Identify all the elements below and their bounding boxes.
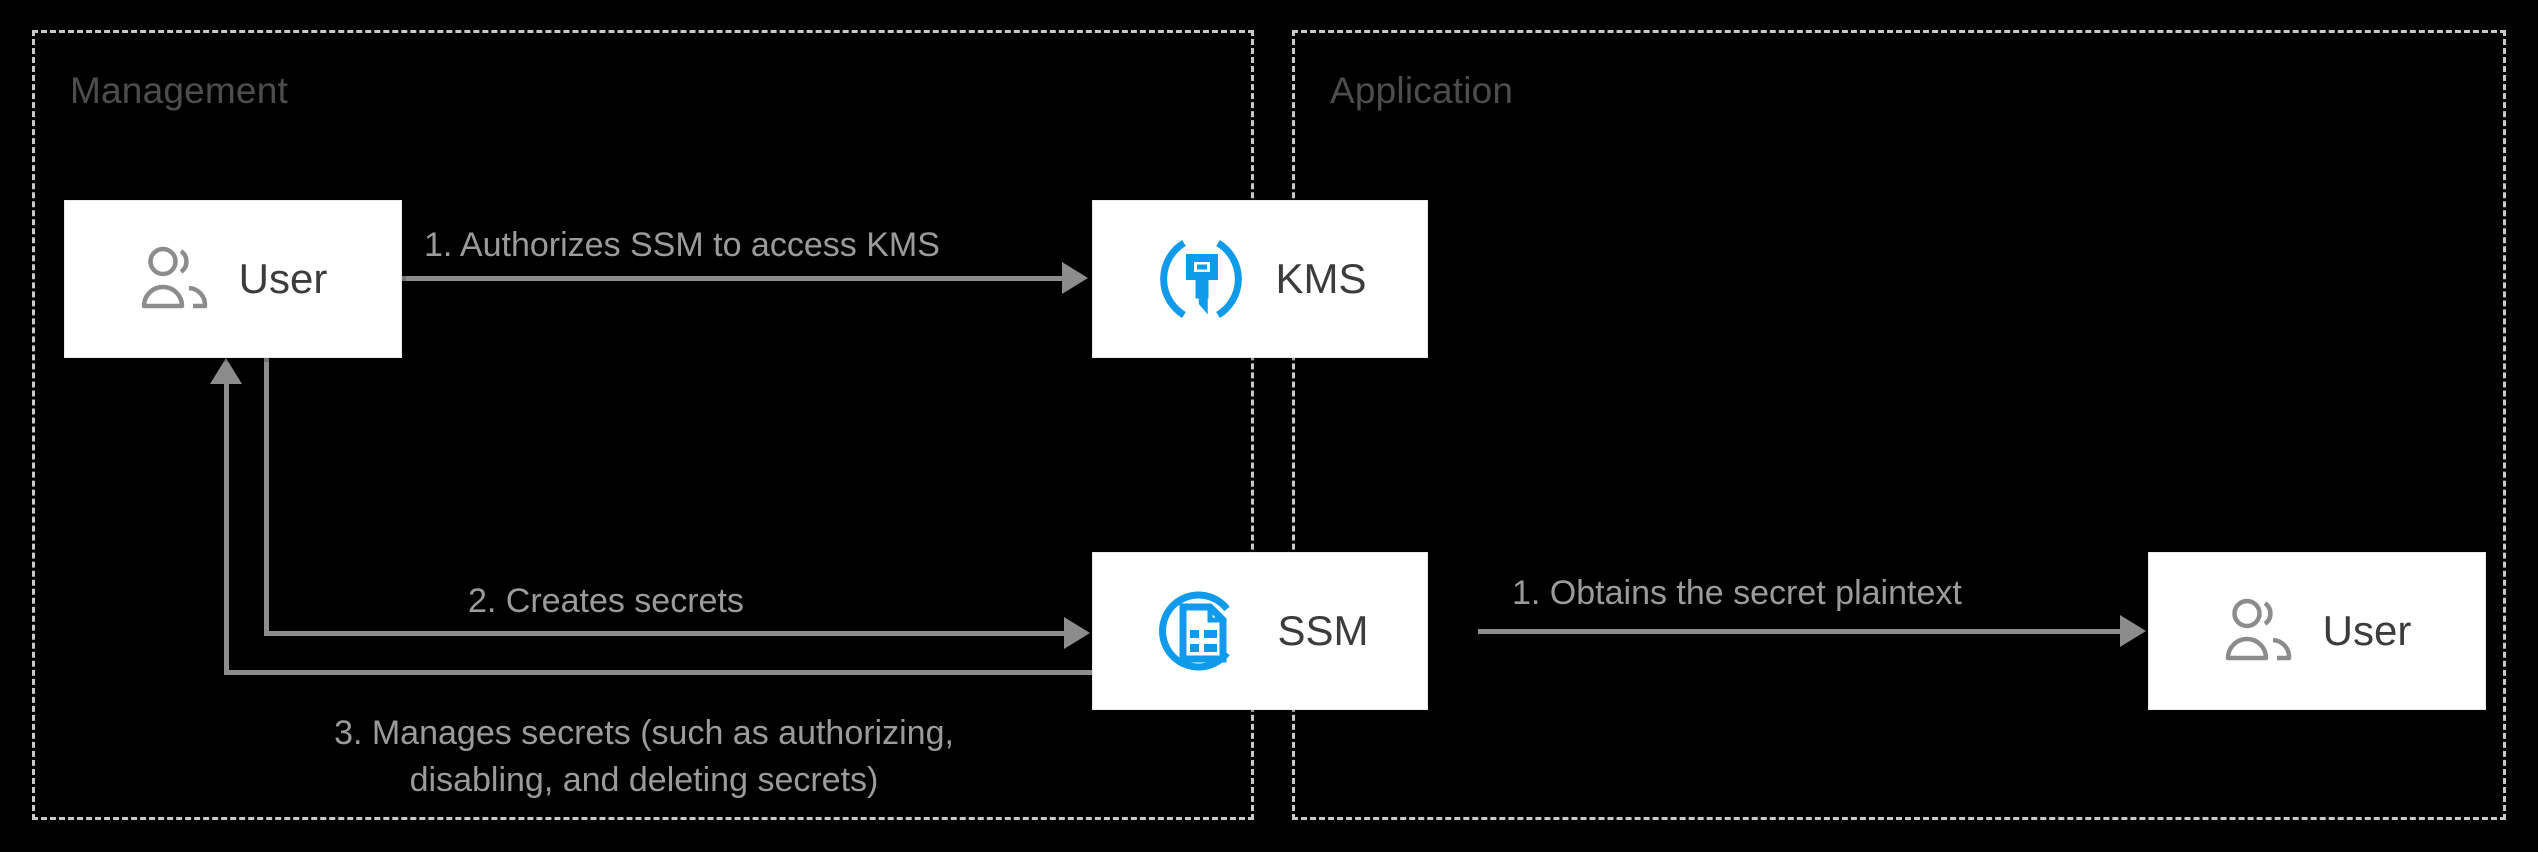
node-kms[interactable]: KMS bbox=[1092, 200, 1428, 358]
panel-management-title: Management bbox=[70, 70, 288, 111]
connector-create-arrowhead bbox=[1064, 617, 1090, 649]
ssm-document-icon bbox=[1151, 581, 1251, 681]
node-user-management-label: User bbox=[238, 255, 328, 302]
edge-label-manage-line2: disabling, and deleting secrets) bbox=[409, 760, 879, 799]
users-icon bbox=[2223, 598, 2297, 664]
node-user-application-label: User bbox=[2322, 607, 2412, 654]
connector-manage-arrowhead bbox=[210, 358, 242, 384]
panel-application-title: Application bbox=[1330, 70, 1514, 111]
edge-label-create: 2. Creates secrets bbox=[468, 582, 744, 620]
edge-label-authorize: 1. Authorizes SSM to access KMS bbox=[424, 226, 940, 264]
connector-obtain-line bbox=[1478, 629, 2120, 634]
users-icon bbox=[139, 246, 213, 312]
node-user-application[interactable]: User bbox=[2148, 552, 2486, 710]
node-kms-label: KMS bbox=[1275, 255, 1367, 302]
node-user-management[interactable]: User bbox=[64, 200, 402, 358]
connector-authorize-arrowhead bbox=[1062, 262, 1088, 294]
node-ssm[interactable]: SSM bbox=[1092, 552, 1428, 710]
panel-management bbox=[32, 30, 1254, 820]
connector-create-horizontal bbox=[264, 631, 1064, 636]
edge-label-manage-line1: 3. Manages secrets (such as authorizing, bbox=[334, 714, 954, 752]
kms-key-icon bbox=[1153, 231, 1249, 327]
connector-authorize-line bbox=[402, 276, 1062, 281]
connector-manage-vertical bbox=[224, 382, 229, 674]
panel-application bbox=[1292, 30, 2506, 820]
node-ssm-label: SSM bbox=[1277, 607, 1369, 654]
connector-manage-horizontal bbox=[224, 670, 1094, 675]
connector-obtain-arrowhead bbox=[2120, 615, 2146, 647]
edge-label-manage: 3. Manages secrets (such as authorizing,… bbox=[254, 710, 1034, 804]
edge-label-obtain: 1. Obtains the secret plaintext bbox=[1512, 574, 1962, 612]
connector-create-vertical bbox=[264, 356, 269, 636]
